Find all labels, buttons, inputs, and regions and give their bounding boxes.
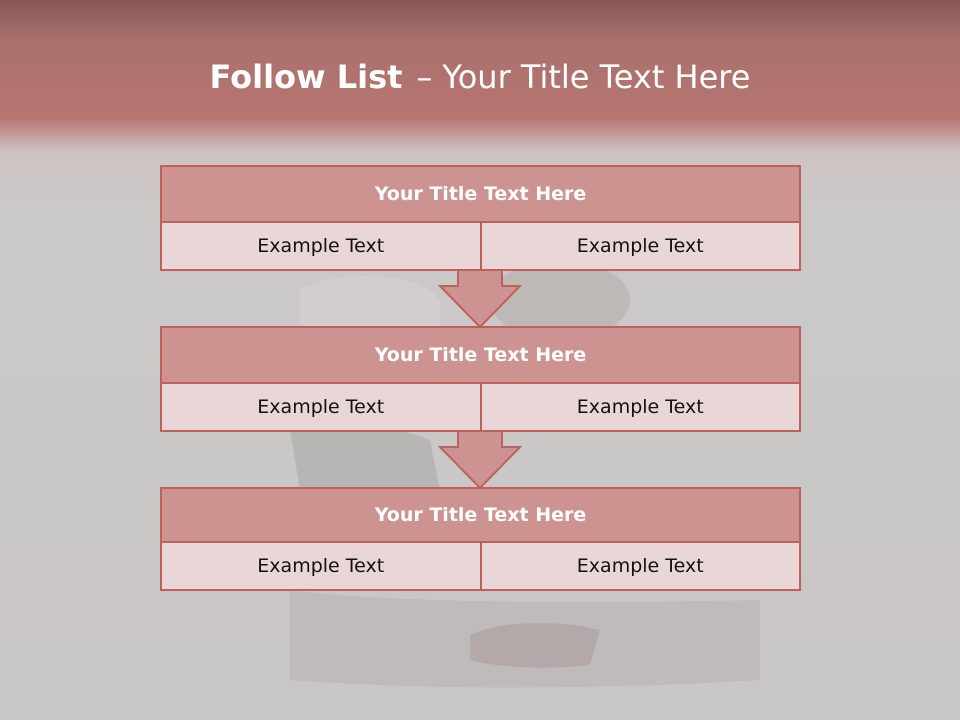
step-block-3: Your Title Text Here Example Text Exampl…	[160, 487, 801, 591]
step-cell-right: Example Text	[481, 384, 801, 432]
step-block-2: Your Title Text Here Example Text Exampl…	[160, 326, 801, 432]
step-block-1: Your Title Text Here Example Text Exampl…	[160, 165, 801, 271]
step-cell-left: Example Text	[160, 384, 482, 432]
slide-title-separator: –	[416, 58, 433, 96]
step-title: Your Title Text Here	[160, 165, 801, 223]
slide-title-rest: Your Title Text Here	[442, 58, 751, 96]
step-title: Your Title Text Here	[160, 326, 801, 384]
step-cell-right: Example Text	[481, 543, 801, 591]
step-row: Example Text Example Text	[160, 223, 801, 271]
down-arrow-icon	[438, 430, 522, 490]
step-cell-left: Example Text	[160, 543, 482, 591]
slide-title-bold: Follow List	[209, 58, 403, 96]
step-row: Example Text Example Text	[160, 543, 801, 591]
slide-title: Follow List – Your Title Text Here	[0, 52, 960, 102]
step-cell-right: Example Text	[481, 223, 801, 271]
step-title: Your Title Text Here	[160, 487, 801, 543]
down-arrow-icon	[438, 269, 522, 329]
step-row: Example Text Example Text	[160, 384, 801, 432]
step-cell-left: Example Text	[160, 223, 482, 271]
